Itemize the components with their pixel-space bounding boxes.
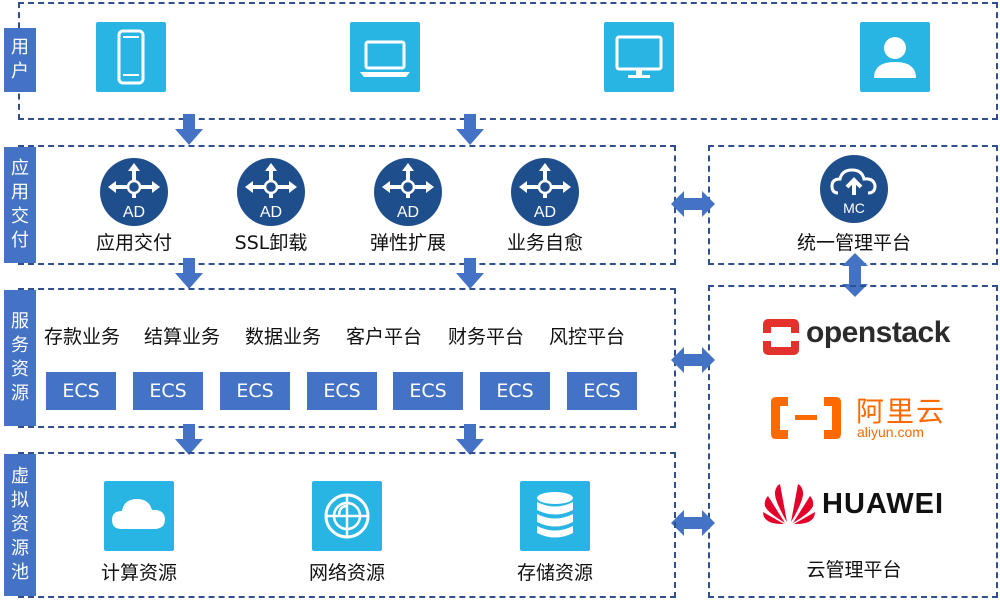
business-label: 结算业务 [144, 326, 221, 348]
ad-label: 弹性扩展 [369, 232, 446, 254]
down-arrow [456, 114, 484, 145]
monitor-tile [604, 22, 674, 92]
network-label: 网络资源 [308, 562, 385, 584]
business-label: 财务平台 [448, 326, 525, 348]
ecs-block: ECS [480, 372, 550, 410]
cloud-upload-icon: MC [820, 155, 888, 223]
network-tile [312, 481, 382, 551]
ad-badge-text: AD [123, 204, 145, 221]
openstack-logo-text: openstack [806, 316, 950, 349]
business-label: 客户平台 [346, 326, 423, 348]
business-label: 风控平台 [549, 326, 626, 348]
mc-node: MC [818, 153, 890, 225]
ad-router-icon: AD [237, 158, 305, 226]
down-arrow [456, 424, 484, 455]
down-arrow [175, 424, 203, 455]
storage-tile [520, 481, 590, 551]
compute-label: 计算资源 [100, 562, 177, 584]
down-arrow [456, 258, 484, 289]
ad-badge-text: AD [397, 204, 419, 221]
ad-badge-text: AD [260, 204, 282, 221]
ecs-block: ECS [567, 372, 637, 410]
ad-node-4: AD [509, 156, 581, 228]
openstack-logo-icon [763, 319, 799, 355]
svg-text:MC: MC [843, 200, 865, 216]
management-label: 统一管理平台 [796, 232, 911, 254]
ad-router-icon: AD [511, 158, 579, 226]
ad-badge-text: AD [534, 204, 556, 221]
ad-router-icon: AD [100, 158, 168, 226]
lane-virtual-pool: 虚拟资源池 [4, 454, 36, 596]
huawei-logo-icon [763, 484, 815, 524]
storage-label: 存储资源 [516, 562, 593, 584]
down-arrow [175, 258, 203, 289]
ad-label: 应用交付 [95, 232, 172, 254]
down-arrow [175, 114, 203, 145]
monitor-icon [615, 35, 663, 78]
ecs-block: ECS [133, 372, 203, 410]
business-label: 存款业务 [44, 326, 121, 348]
ecs-block: ECS [393, 372, 463, 410]
huawei-logo-text: HUAWEI [822, 488, 944, 520]
database-icon [537, 492, 573, 538]
user-icon [874, 37, 916, 78]
phone-tile [96, 22, 166, 92]
aliyun-logo-en: aliyun.com [857, 424, 924, 440]
laptop-icon [360, 40, 410, 77]
business-label: 数据业务 [245, 326, 322, 348]
double-arrow-horizontal [671, 191, 715, 217]
phone-icon [117, 29, 145, 85]
lane-app-delivery: 应用交付 [4, 147, 36, 263]
ecs-block: ECS [46, 372, 116, 410]
ecs-block: ECS [220, 372, 290, 410]
ad-label: SSL卸载 [234, 232, 308, 254]
cloud-platform-label: 云管理平台 [806, 559, 902, 581]
ad-node-1: AD [98, 156, 170, 228]
lane-users: 用户 [4, 28, 36, 92]
ad-router-icon: AD [374, 158, 442, 226]
cloud-icon [112, 499, 165, 529]
cloud-platform-box [708, 285, 998, 598]
aliyun-logo-icon [771, 397, 841, 439]
ad-node-3: AD [372, 156, 444, 228]
ecs-block: ECS [307, 372, 377, 410]
network-globe-icon [324, 493, 370, 539]
ad-label: 业务自愈 [506, 232, 583, 254]
lane-service-resources: 服务资源 [4, 290, 36, 426]
ad-node-2: AD [235, 156, 307, 228]
aliyun-logo-cn: 阿里云 [856, 395, 947, 428]
laptop-tile [350, 22, 420, 92]
double-arrow-horizontal [671, 347, 715, 373]
compute-tile [104, 481, 174, 551]
user-tile [860, 22, 930, 92]
double-arrow-horizontal [671, 510, 715, 536]
